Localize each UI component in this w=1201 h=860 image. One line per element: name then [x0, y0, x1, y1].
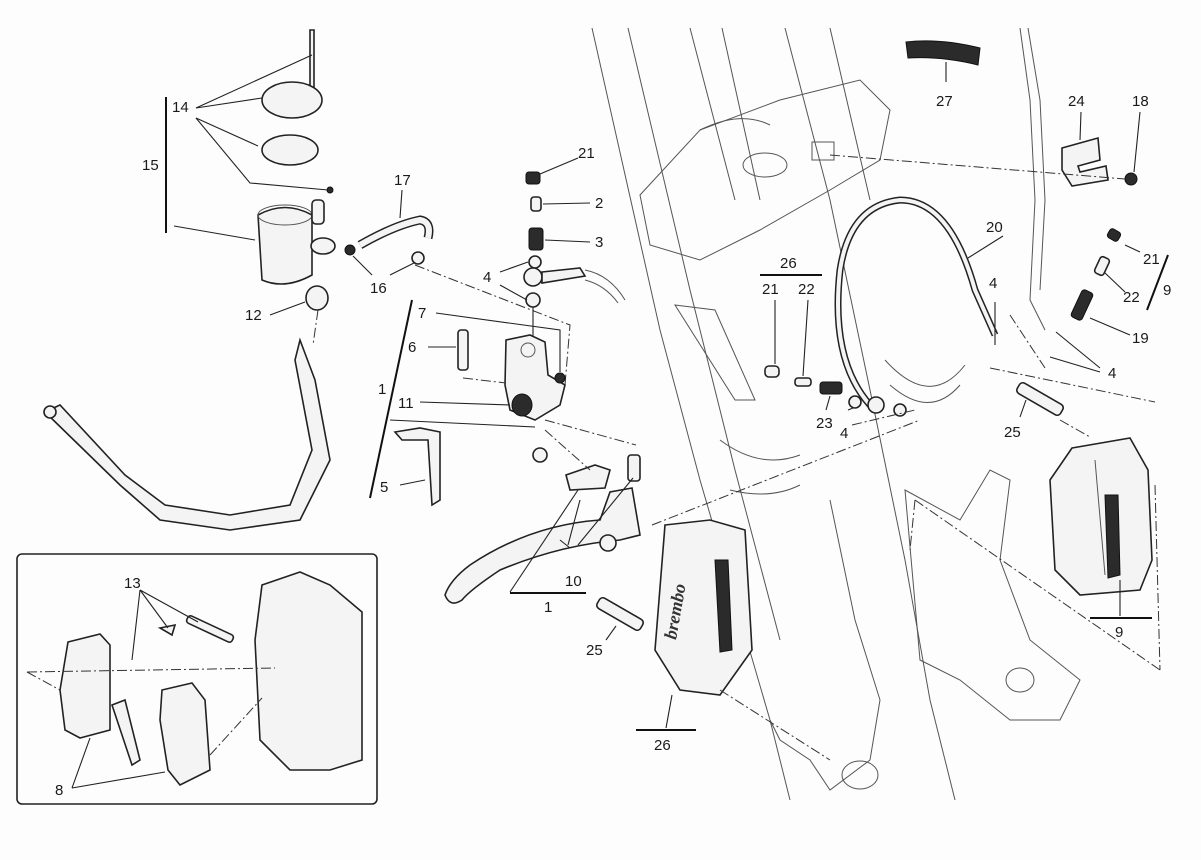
- callout-16: 16: [370, 280, 387, 297]
- callout-8: 8: [55, 782, 63, 799]
- callout-4-hose: 4: [989, 275, 997, 292]
- callout-21-bracket: 21: [762, 281, 779, 298]
- callout-4-bracket: 4: [840, 425, 848, 442]
- callout-4-right: 4: [1108, 365, 1116, 382]
- item-21-bleed-cap-master: [525, 171, 541, 185]
- callout-11: 11: [398, 395, 414, 412]
- callout-22-bracket: 22: [798, 281, 815, 298]
- callout-25-left: 25: [586, 642, 603, 659]
- callout-9-lower: 9: [1115, 624, 1123, 641]
- callout-25-right: 25: [1004, 424, 1021, 441]
- item-12-grommet: [305, 285, 329, 311]
- callout-26-upper: 26: [780, 255, 797, 272]
- callout-21-master: 21: [578, 145, 595, 162]
- callout-9-right: 9: [1163, 282, 1171, 299]
- item-16-hose-clamp: [344, 244, 356, 256]
- item-25-caliper-bolt-right: [1016, 381, 1064, 417]
- callout-6: 6: [408, 339, 416, 356]
- item-27-rubber-sleeve: [905, 40, 981, 66]
- callout-7: 7: [418, 305, 426, 322]
- callout-18: 18: [1132, 93, 1149, 110]
- item-6-pivot-pin: [457, 329, 469, 371]
- item-14-reservoir-cap: [261, 81, 323, 119]
- callout-2: 2: [595, 195, 603, 212]
- callout-1-lower: 1: [544, 599, 552, 616]
- item-9-right-brake-caliper: [1049, 437, 1153, 596]
- callout-labels: 14 15 17 16 12 21 2 3 4 7 6 1 11 5 10 1 …: [55, 93, 1171, 799]
- item-13-pad-spring: [110, 698, 141, 767]
- callout-1-upper: 1: [378, 381, 386, 398]
- item-23-banjo-bolt: [819, 381, 843, 395]
- item-15-fluid-reservoir: [257, 206, 313, 285]
- callout-19: 19: [1132, 330, 1149, 347]
- callout-12: 12: [245, 307, 262, 324]
- callout-15: 15: [142, 157, 159, 174]
- item-22-bleed-valve: [794, 377, 812, 387]
- callout-4-master: 4: [483, 269, 491, 286]
- callout-13: 13: [124, 575, 141, 592]
- item-21-bleed-cap-right: [1106, 228, 1122, 242]
- item-2-bleed-valve: [530, 196, 542, 212]
- item-22-bleed-valve-right: [1093, 255, 1111, 277]
- item-24-hose-bracket: [1061, 136, 1109, 187]
- callout-17: 17: [394, 172, 411, 189]
- item-11-adjuster: [511, 393, 533, 417]
- callout-24: 24: [1068, 93, 1085, 110]
- item-8-brake-pad-outer: [59, 633, 111, 739]
- callout-20: 20: [986, 219, 1003, 236]
- item-25-caliper-bolt-left: [596, 596, 644, 632]
- inset-caliper: [254, 571, 363, 771]
- item-4-washer: [848, 395, 862, 409]
- item-5-brake-light-switch: [393, 427, 441, 507]
- callout-14: 14: [172, 99, 189, 116]
- callout-26-lower: 26: [654, 737, 671, 754]
- item-14-reservoir-diaphragm: [261, 134, 319, 166]
- item-14-reservoir-screw: [309, 29, 315, 93]
- item-4-upper-washer: [528, 255, 542, 269]
- callout-10: 10: [565, 573, 582, 590]
- callout-5: 5: [380, 479, 388, 496]
- fork-assembly: [591, 27, 1081, 801]
- item-19-banjo-bolt-right: [1070, 289, 1094, 321]
- item-3-banjo-bolt: [528, 227, 544, 251]
- item-18-nut: [1124, 172, 1138, 186]
- item-13-pad-pin: [185, 614, 235, 644]
- callout-23: 23: [816, 415, 833, 432]
- item-21-bleed-cap: [764, 365, 780, 378]
- callout-3: 3: [595, 234, 603, 251]
- callout-22-right: 22: [1123, 289, 1140, 306]
- callout-27: 27: [936, 93, 953, 110]
- handlebar-mount-bracket: [43, 337, 331, 531]
- callout-21-right: 21: [1143, 251, 1160, 268]
- item-8-brake-pad-inner: [159, 682, 211, 787]
- item-20-brake-hose: [834, 196, 999, 408]
